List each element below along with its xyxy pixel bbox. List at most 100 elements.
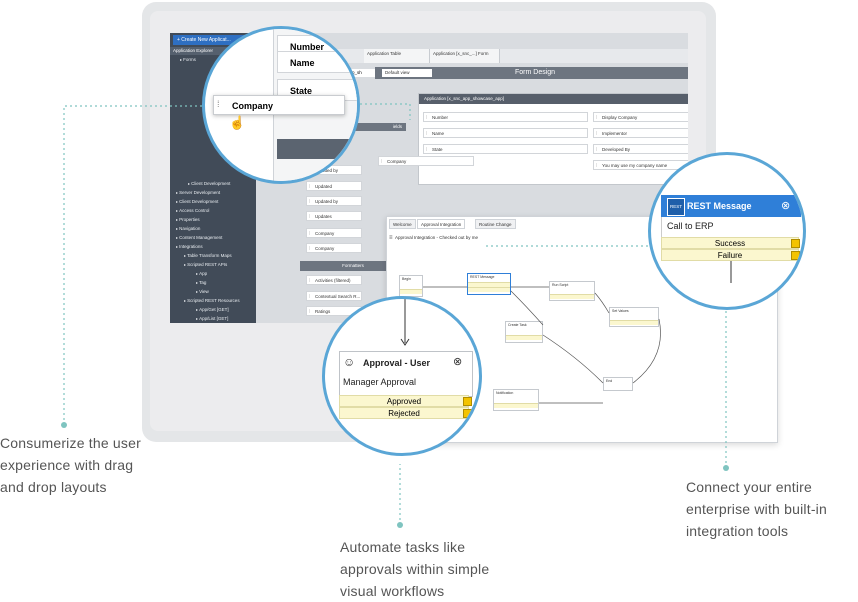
node-label: Set Values [612, 309, 629, 313]
user-icon: ☺ [343, 355, 356, 369]
field-display-company[interactable]: Display Company [593, 112, 688, 123]
node-create-task[interactable]: Create Task [505, 321, 543, 343]
node-end[interactable]: End [603, 377, 633, 391]
nav-item[interactable]: Scripted REST Resources [184, 298, 239, 303]
nav-item[interactable]: Navigation [176, 226, 200, 231]
application-section: Application [x_snc_app_showcase_app] Num… [418, 93, 688, 185]
nav-item[interactable]: Forms [180, 57, 196, 62]
node-label: Create Task [508, 323, 527, 327]
field-name[interactable]: Name [423, 128, 588, 139]
approval-title: Approval - User [363, 358, 431, 368]
rest-subtitle: Call to ERP [667, 221, 714, 231]
create-application-button[interactable]: + Create New Applicat... [173, 35, 253, 45]
view-select[interactable]: Default view [382, 69, 432, 77]
rest-icon: REST [667, 198, 685, 216]
tab-welcome[interactable]: Welcome [389, 219, 416, 229]
connector-approved[interactable] [463, 397, 472, 406]
node-label: Notification [496, 391, 514, 395]
node-label: Run Script [552, 283, 569, 287]
nav-item[interactable]: Server Development [176, 190, 220, 195]
rest-body [661, 217, 802, 237]
node-label: End [606, 379, 613, 383]
nav-item[interactable]: Integrations [176, 244, 203, 249]
tab-application-table[interactable]: Application Table [364, 49, 430, 63]
node-notification[interactable]: Notification [493, 389, 539, 411]
field-developed-by[interactable]: Developed By [593, 144, 688, 155]
field-updated-by-2[interactable]: Updated by [306, 196, 362, 207]
zoom-section-bar [277, 139, 357, 159]
hand-cursor-icon: ☝ [229, 115, 246, 130]
close-icon[interactable]: ⊗ [781, 200, 791, 212]
output-success[interactable]: Success [661, 237, 799, 249]
zoom-dragged-company[interactable]: Company [213, 95, 345, 115]
nav-item[interactable]: Access Control [176, 208, 209, 213]
nav-item[interactable]: Client Development [176, 199, 218, 204]
nav-item[interactable]: Content Management [176, 235, 222, 240]
caption-line: visual workflows [340, 583, 445, 599]
field-state[interactable]: State [423, 144, 588, 155]
nav-item[interactable]: App/List [GET] [196, 316, 228, 321]
output-rejected[interactable]: Rejected [339, 407, 469, 419]
output-failure[interactable]: Failure [661, 249, 799, 261]
nav-item[interactable]: Table Transform Maps [184, 253, 232, 258]
field-company[interactable]: Company [306, 228, 362, 239]
node-set-values[interactable]: Set Values [609, 307, 659, 327]
tab-application-form[interactable]: Application [x_snc_...] Form [430, 49, 500, 63]
form-design-toolbar [375, 67, 688, 79]
nav-item[interactable]: App/Get [GET] [196, 307, 229, 312]
nav-item[interactable]: Client Development [188, 181, 230, 186]
field-implementor[interactable]: Implementor [593, 128, 688, 139]
approval-arrow [400, 299, 410, 346]
node-rest-message[interactable]: REST Message [467, 273, 511, 295]
nav-item[interactable]: Properties [176, 217, 200, 222]
workflow-title: Approval Integration - Checked out by me [395, 235, 479, 240]
field-number[interactable]: Number [423, 112, 588, 123]
form-tabs: Application Table Application [x_snc_...… [330, 49, 688, 63]
workflow-connectors [423, 286, 661, 404]
field-company-2[interactable]: Company [306, 243, 362, 254]
connector-success[interactable] [791, 239, 800, 248]
nav-item[interactable]: Tag [196, 280, 206, 285]
nav-item[interactable]: App [196, 271, 207, 276]
zoom-approval-user: ☺ Approval - User ⊗ Manager Approval App… [322, 296, 482, 456]
connector-failure[interactable] [791, 251, 800, 260]
zoom-form-drag: Number Name State Company ⁞ ☝ [202, 26, 360, 184]
zoom-rest-message: REST REST Message ⊗ Call to ERP Success … [648, 152, 806, 310]
formatters-header: Formatters [300, 261, 406, 271]
node-label: REST Message [470, 275, 495, 279]
field-updated[interactable]: Updated [306, 181, 362, 192]
formatter-contextual-search[interactable]: Contextual Search R... [306, 291, 362, 302]
approval-subtitle: Manager Approval [343, 377, 417, 387]
dragging-company-field[interactable]: Company [378, 156, 474, 167]
caption-workflows: Automate tasks like approvals within sim… [340, 536, 489, 602]
rest-arrow [730, 261, 732, 283]
field-updates[interactable]: Updates [306, 211, 362, 222]
formatter-activities[interactable]: Activities (filtered) [306, 275, 362, 286]
callout-dot-middle [397, 522, 403, 528]
tab-approval-integration[interactable]: Approval Integration [417, 219, 466, 229]
rest-title: REST Message [687, 201, 752, 211]
output-approved[interactable]: Approved [339, 395, 469, 407]
drag-handle-icon[interactable]: ⁞ [217, 99, 220, 109]
caption-line: and drop layouts [0, 479, 107, 495]
connector-rejected[interactable] [463, 409, 472, 418]
zoom-field-name[interactable]: Name [277, 51, 357, 73]
caption-drag-drop: Consumerize the user experience with dra… [0, 432, 141, 498]
nav-item[interactable]: Scripted REST APIs [184, 262, 227, 267]
section-title: Application [x_snc_app_showcase_app] [419, 94, 688, 104]
field-company-name-consent[interactable]: You may use my company name [593, 160, 688, 171]
node-run-script[interactable]: Run Script [549, 281, 595, 301]
menu-icon[interactable]: ≡ [389, 235, 393, 241]
tab-routine-change[interactable]: Routine Change [475, 219, 516, 229]
caption-line: integration tools [686, 523, 789, 539]
approval-node [339, 351, 473, 397]
nav-item[interactable]: View [196, 289, 209, 294]
caption-line: enterprise with built-in [686, 501, 827, 517]
caption-line: Connect your entire [686, 479, 812, 495]
sidebar-header: Application Explorer [170, 47, 256, 55]
rest-header [661, 195, 801, 217]
form-design-title: Form Design [515, 69, 556, 76]
close-icon[interactable]: ⊗ [453, 356, 463, 368]
caption-line: approvals within simple [340, 561, 490, 577]
